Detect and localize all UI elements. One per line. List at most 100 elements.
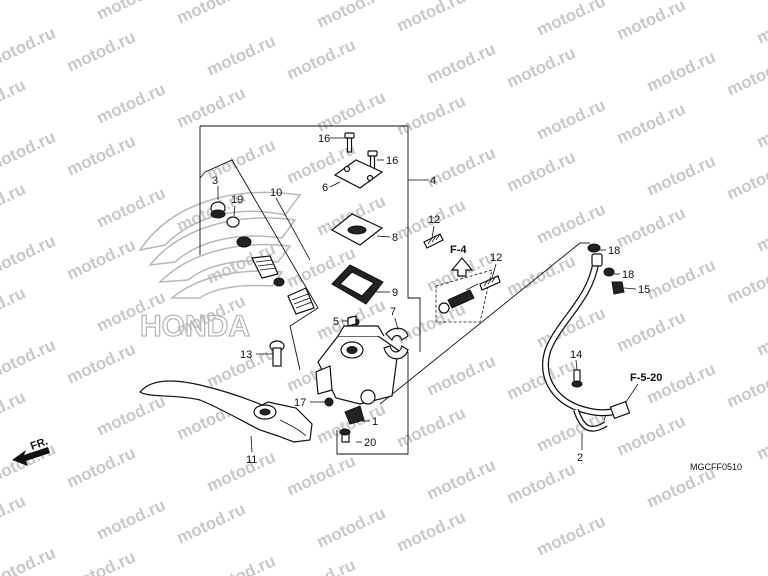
callout-16: 16 (318, 133, 330, 145)
watermark-text: motod.ru (284, 555, 359, 576)
watermark-text: motod.ru (534, 95, 609, 143)
watermark-text: motod.ru (0, 231, 58, 279)
watermark-text: motod.ru (314, 87, 389, 135)
watermark-text: motod.ru (614, 411, 689, 459)
reservoir-diaphragm (331, 264, 384, 305)
watermark-text: motod.ru (0, 0, 28, 20)
watermark-text: motod.ru (0, 75, 28, 123)
brake-lever (139, 380, 313, 443)
callout-3: 3 (212, 175, 218, 187)
callout-18: 18 (608, 245, 620, 257)
watermark-text: motod.ru (614, 307, 689, 355)
switch-assembly (324, 397, 365, 443)
pivot-bolt (269, 340, 285, 367)
hose-bolt-washers (587, 243, 625, 295)
watermark-text: motod.ru (94, 79, 169, 127)
watermark-text: motod.ru (534, 0, 609, 40)
master-cylinder-body (315, 318, 399, 405)
watermark-text: motod.ru (644, 47, 719, 95)
watermark-text: motod.ru (394, 403, 469, 451)
callout-17: 17 (294, 397, 306, 409)
watermark-text: motod.ru (284, 451, 359, 499)
brake-hose (542, 253, 631, 432)
reservoir-cap-screw (344, 132, 355, 153)
watermark-text: motod.ru (0, 335, 58, 383)
callout-4: 4 (430, 175, 436, 187)
watermark-text: motod.ru (424, 39, 499, 87)
watermark-text: motod.ru (94, 183, 169, 231)
watermark-text: motod.ru (534, 511, 609, 559)
watermark-text: motod.ru (204, 31, 279, 79)
watermark-text: motod.ru (0, 283, 28, 331)
watermark-text: motod.ru (204, 551, 279, 576)
watermark-text: motod.ru (0, 491, 28, 539)
watermark-text: motod.ru (174, 83, 249, 131)
watermark-text: motod.ru (394, 507, 469, 555)
handlebar-clamp (383, 327, 409, 360)
watermark-text: motod.ru (64, 235, 139, 283)
callout-13: 13 (240, 349, 252, 361)
watermark-text: motod.ru (0, 179, 28, 227)
piston-kit-frame (199, 159, 319, 371)
watermark-text: motod.ru (614, 0, 689, 44)
watermark-text: motod.ru (0, 439, 58, 487)
watermark-text: motod.ru (754, 0, 768, 48)
watermark-text: motod.ru (314, 503, 389, 551)
watermark-text: motod.ru (94, 391, 169, 439)
callout-18: 18 (622, 269, 634, 281)
callout-5: 5 (333, 316, 339, 328)
watermark-text: motod.ru (504, 251, 579, 299)
callout-15: 15 (638, 284, 650, 296)
watermark-text: motod.ru (314, 0, 389, 32)
watermark-text: motod.ru (0, 23, 58, 71)
callout-1: 1 (372, 416, 378, 428)
watermark-text: motod.ru (64, 339, 139, 387)
watermark-text: motod.ru (724, 363, 768, 411)
watermark-text: motod.ru (724, 51, 768, 99)
brake-light-switch (438, 283, 479, 314)
honda-wordmark: HONDA (140, 310, 250, 343)
clamp-bolt (423, 233, 444, 249)
callout-6: 6 (322, 182, 328, 194)
hose-clamp-bolt (571, 369, 583, 388)
front-direction-label: FR. (29, 435, 50, 452)
watermark-text: motod.ru (174, 499, 249, 547)
watermark-text: motod.ru (394, 0, 469, 36)
callout-10: 10 (270, 187, 282, 199)
leader-lines (217, 137, 639, 453)
section-ref-f4: F-4 (450, 244, 467, 256)
watermark-text: motod.ru (64, 27, 139, 75)
switch-screw (347, 315, 357, 327)
watermark-text: motod.ru (754, 311, 768, 359)
watermark-text: motod.ru (754, 415, 768, 463)
watermark-text: motod.ru (394, 299, 469, 347)
watermark-text: motod.ru (644, 255, 719, 303)
watermark-text: motod.ru (504, 43, 579, 91)
watermark-text: motod.ru (424, 351, 499, 399)
watermark-text: motod.ru (64, 131, 139, 179)
reservoir-cap-screw-2 (367, 150, 378, 171)
watermark-text: motod.ru (614, 99, 689, 147)
watermark-text: motod.ru (534, 199, 609, 247)
watermark-text: motod.ru (94, 495, 169, 543)
callout-7: 7 (390, 306, 396, 318)
callout-12: 12 (490, 252, 502, 264)
watermark-text: motod.ru (394, 91, 469, 139)
watermark-text: motod.ru (0, 543, 58, 576)
watermark-text: motod.ru (0, 387, 28, 435)
callout-16: 16 (386, 155, 398, 167)
watermark-text: motod.ru (0, 127, 58, 175)
honda-logo-watermark: HONDA (138, 191, 302, 344)
diagram-code: MGCFF0510 (690, 462, 742, 472)
callout-11: 11 (246, 454, 257, 466)
master-cylinder-frame (199, 125, 590, 455)
watermark-text: motod.ru (64, 547, 139, 576)
watermark-text: motod.ru (504, 355, 579, 403)
callout-20: 20 (364, 437, 376, 449)
watermark-text: motod.ru (644, 151, 719, 199)
watermark-text: motod.ru (424, 455, 499, 503)
switch-box-frame (435, 269, 493, 323)
reservoir-plate (330, 213, 384, 246)
